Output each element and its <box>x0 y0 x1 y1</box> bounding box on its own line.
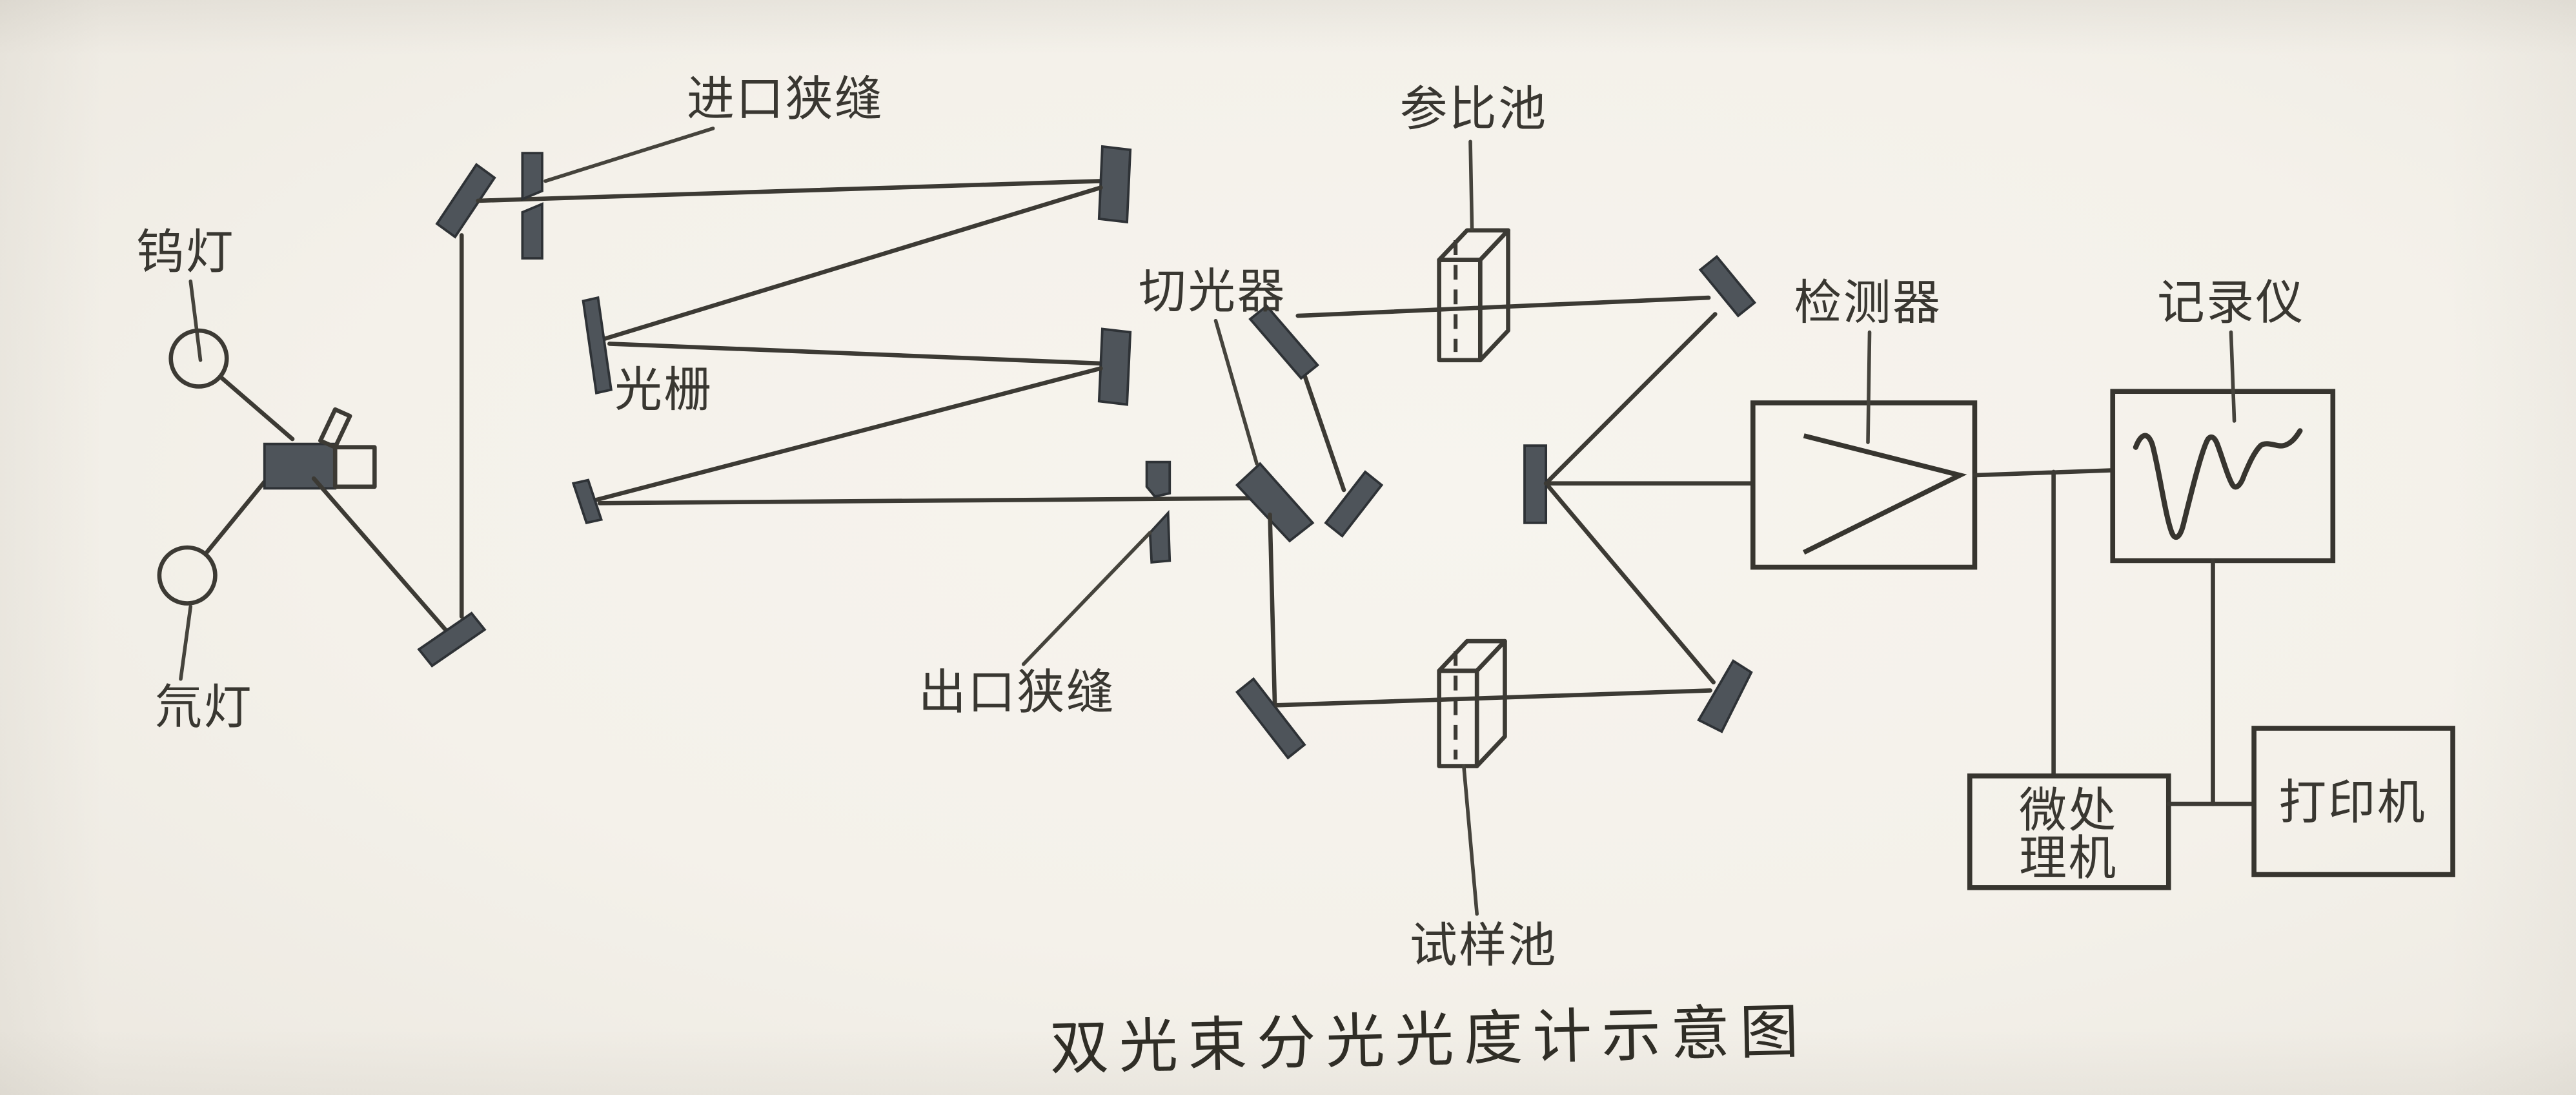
exit-slit-group: 出口狭缝 <box>918 460 1171 719</box>
microprocessor-label-line2: 理机 <box>2019 832 2118 885</box>
deuterium-lamp-label: 氘灯 <box>154 681 253 733</box>
detector-section: 检测器 <box>1523 276 1978 570</box>
sample-path: 试样池 <box>1274 481 1753 972</box>
mirror-m9 <box>1697 659 1753 733</box>
mirror-m7 <box>1698 254 1757 318</box>
microprocessor-label-line1: 微处 <box>2019 784 2118 837</box>
beam-m5-to-chopper <box>597 496 1256 506</box>
entrance-slit-bottom-bar <box>521 202 543 260</box>
processing-section: 微处 理机 打印机 <box>1967 469 2455 890</box>
reference-cell-side <box>1477 228 1510 363</box>
grating-bar <box>582 296 613 395</box>
chopper-pointer <box>1213 318 1259 466</box>
mirror-m2 <box>435 163 496 239</box>
lamp-selector-window <box>332 445 377 489</box>
exit-slit-label: 出口狭缝 <box>918 666 1115 719</box>
chopper-mirror-2 <box>1324 470 1384 538</box>
reference-path: 参比池 <box>1295 83 1757 486</box>
tungsten-lamp-circle <box>168 328 229 389</box>
chopper-mirror-1 <box>1235 462 1315 543</box>
mirror-m1 <box>417 611 487 668</box>
beam-grating-to-m4 <box>607 342 1103 366</box>
exit-slit-bottom-bar <box>1148 509 1171 564</box>
detector-box <box>1750 400 1978 570</box>
tungsten-lamp-label: 钨灯 <box>136 225 235 278</box>
chopper-label: 切光器 <box>1139 265 1286 318</box>
beam-m3-to-grating <box>602 185 1103 342</box>
beam-chopper-to-c3 <box>1302 373 1346 493</box>
reference-cell-pointer <box>1468 139 1474 231</box>
entrance-slit-label: 进口狭缝 <box>687 73 884 126</box>
entrance-slit-group: 进口狭缝 <box>476 73 1103 260</box>
recorder-pointer <box>2229 330 2236 423</box>
mirror-m4 <box>1097 327 1132 406</box>
beam-chopper-to-m6 <box>1268 512 1277 710</box>
beam-tungsten-to-selector <box>218 374 295 442</box>
beam-m7-to-combiner <box>1543 312 1718 486</box>
sample-cell-top <box>1437 639 1507 673</box>
beam-m2-to-m3 <box>476 179 1103 203</box>
printer-box <box>2251 726 2455 877</box>
mirror-m3 <box>1097 145 1132 224</box>
deuterium-lamp-circle <box>157 545 218 606</box>
diagram-title: 双光束分光光度计示意图 <box>1049 999 1809 1082</box>
wire-detector-to-recorder <box>1973 468 2115 478</box>
printer-label: 打印机 <box>2278 776 2426 829</box>
reference-cell <box>1437 228 1510 363</box>
recorder-label: 记录仪 <box>2157 276 2305 329</box>
sample-cell-front <box>1437 668 1479 768</box>
lamp-selector-block <box>263 442 337 490</box>
deuterium-lamp-pointer <box>179 604 193 681</box>
sample-cell-label: 试样池 <box>1410 919 1557 972</box>
recorder-section: 记录仪 <box>1973 276 2336 564</box>
reference-cell-top <box>1437 228 1510 262</box>
beam-reference <box>1295 295 1711 318</box>
exit-slit-pointer <box>1021 531 1152 666</box>
combiner-mirror-m8 <box>1523 444 1548 524</box>
sample-cell-side <box>1474 639 1507 768</box>
exit-slit-top-bar <box>1145 460 1171 498</box>
spectrum-curve <box>2133 428 2303 540</box>
entrance-slit-pointer <box>543 127 715 183</box>
mirror-m6 <box>1235 677 1306 760</box>
beam-sample <box>1274 688 1712 708</box>
amplifier-chevron <box>1803 433 1967 555</box>
beam-m4-to-m5 <box>594 366 1103 502</box>
microprocessor-box <box>1967 773 2171 890</box>
mirror-m5 <box>571 478 603 525</box>
reference-cell-label: 参比池 <box>1400 83 1548 136</box>
recorder-box <box>2110 389 2336 564</box>
sample-cell-pointer <box>1462 764 1479 916</box>
grating-label: 光栅 <box>614 363 713 416</box>
chopper-section: 切光器 <box>1139 265 1384 760</box>
tungsten-lamp-pointer <box>188 279 203 362</box>
detector-pointer <box>1866 330 1872 444</box>
light-source-section: 钨灯 氘灯 <box>136 163 496 733</box>
sample-cell <box>1437 639 1507 768</box>
monochromator-section: 光栅 <box>571 145 1256 525</box>
detector-label: 检测器 <box>1794 276 1942 329</box>
lamp-selector-flag <box>318 407 352 450</box>
beam-m9-to-combiner <box>1543 481 1716 685</box>
entrance-slit-top-bar <box>521 152 543 201</box>
beam-selector-to-mirror1 <box>311 476 449 634</box>
beam-deuterium-to-selector <box>203 479 267 557</box>
relay-mirror-c3 <box>1248 304 1320 380</box>
